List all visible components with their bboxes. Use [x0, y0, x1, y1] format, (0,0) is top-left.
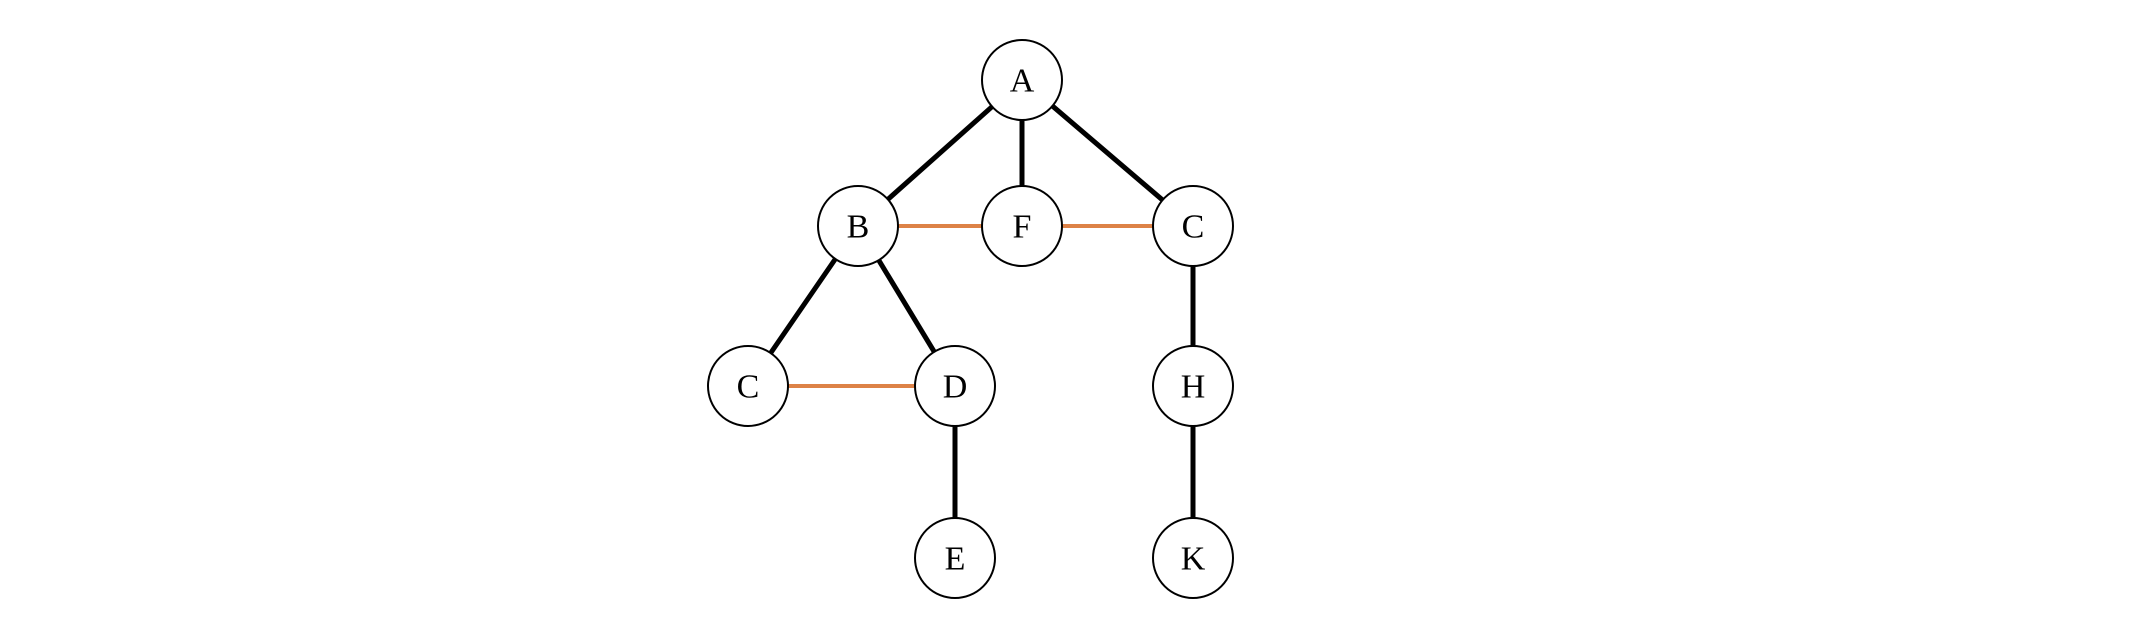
node-circle-H	[1152, 345, 1234, 427]
node-label-B: B	[847, 209, 870, 246]
graph-edge-B-C2	[768, 256, 838, 356]
node-circle-E	[914, 517, 996, 599]
node-label-E: E	[945, 541, 966, 578]
node-label-K: K	[1181, 541, 1206, 578]
node-label-F: F	[1013, 209, 1032, 246]
graph-node-B[interactable]: B	[817, 185, 899, 267]
node-circle-K	[1152, 517, 1234, 599]
graph-node-D[interactable]: D	[914, 345, 996, 427]
node-layer: A B F C C D H E K	[707, 39, 1234, 599]
node-circle-D	[914, 345, 996, 427]
node-label-A: A	[1010, 63, 1035, 100]
edge-layer	[768, 103, 1196, 519]
graph-node-H[interactable]: H	[1152, 345, 1234, 427]
node-circle-F	[981, 185, 1063, 267]
graph-node-C1[interactable]: C	[1152, 185, 1234, 267]
node-circle-A	[981, 39, 1063, 121]
node-label-C2: C	[737, 369, 760, 406]
node-circle-B	[817, 185, 899, 267]
node-label-C1: C	[1182, 209, 1205, 246]
graph-node-C2[interactable]: C	[707, 345, 789, 427]
graph-node-A[interactable]: A	[981, 39, 1063, 121]
graph-edge-A-B	[885, 104, 995, 202]
graph-node-F[interactable]: F	[981, 185, 1063, 267]
node-label-D: D	[943, 369, 968, 406]
node-circle-C2	[707, 345, 789, 427]
node-circle-C1	[1152, 185, 1234, 267]
graph-node-E[interactable]: E	[914, 517, 996, 599]
node-label-H: H	[1181, 369, 1206, 406]
graph-edge-B-D	[876, 258, 937, 354]
graph-edge-A-C1	[1050, 103, 1165, 203]
graph-node-K[interactable]: K	[1152, 517, 1234, 599]
